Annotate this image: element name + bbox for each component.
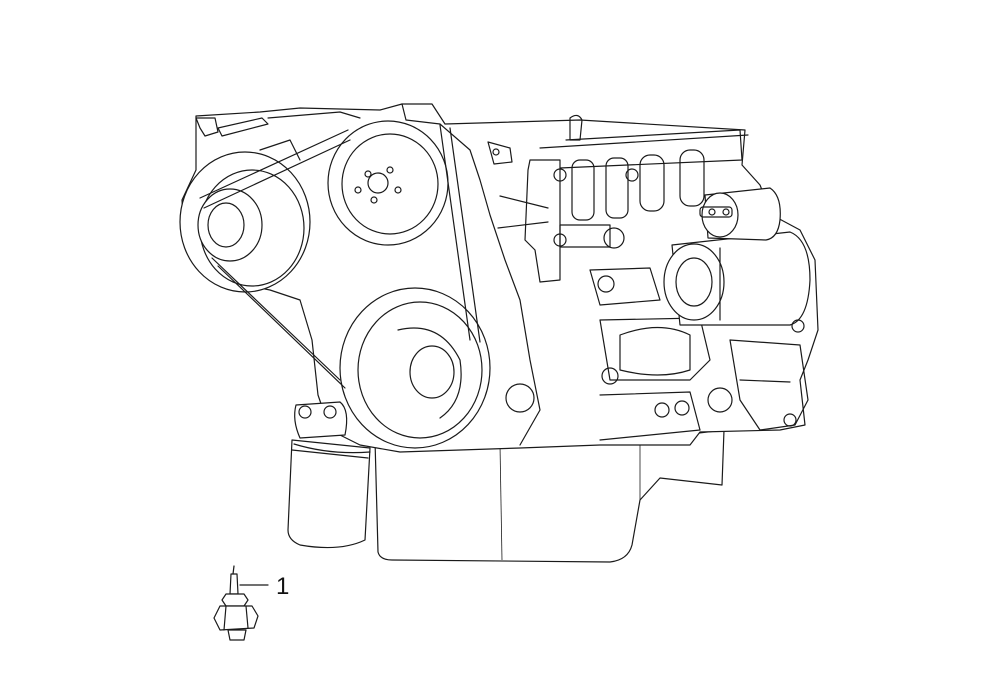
- oil-pressure-switch: [213, 565, 259, 641]
- callout-1-label: 1: [276, 573, 289, 600]
- engine-assembly: [179, 103, 819, 563]
- callout-1: 1: [239, 573, 289, 600]
- drive-belt: [199, 124, 481, 389]
- crankshaft-pulley: [339, 287, 491, 449]
- oil-pan: [374, 429, 725, 563]
- water-pump-pulley: [327, 120, 449, 246]
- starter-solenoid: [699, 187, 781, 241]
- rear-bracket: [707, 339, 809, 431]
- oil-filter: [287, 401, 371, 549]
- cylinder-head: [524, 114, 749, 441]
- starter-motor: [663, 231, 811, 333]
- alternator: [179, 139, 311, 293]
